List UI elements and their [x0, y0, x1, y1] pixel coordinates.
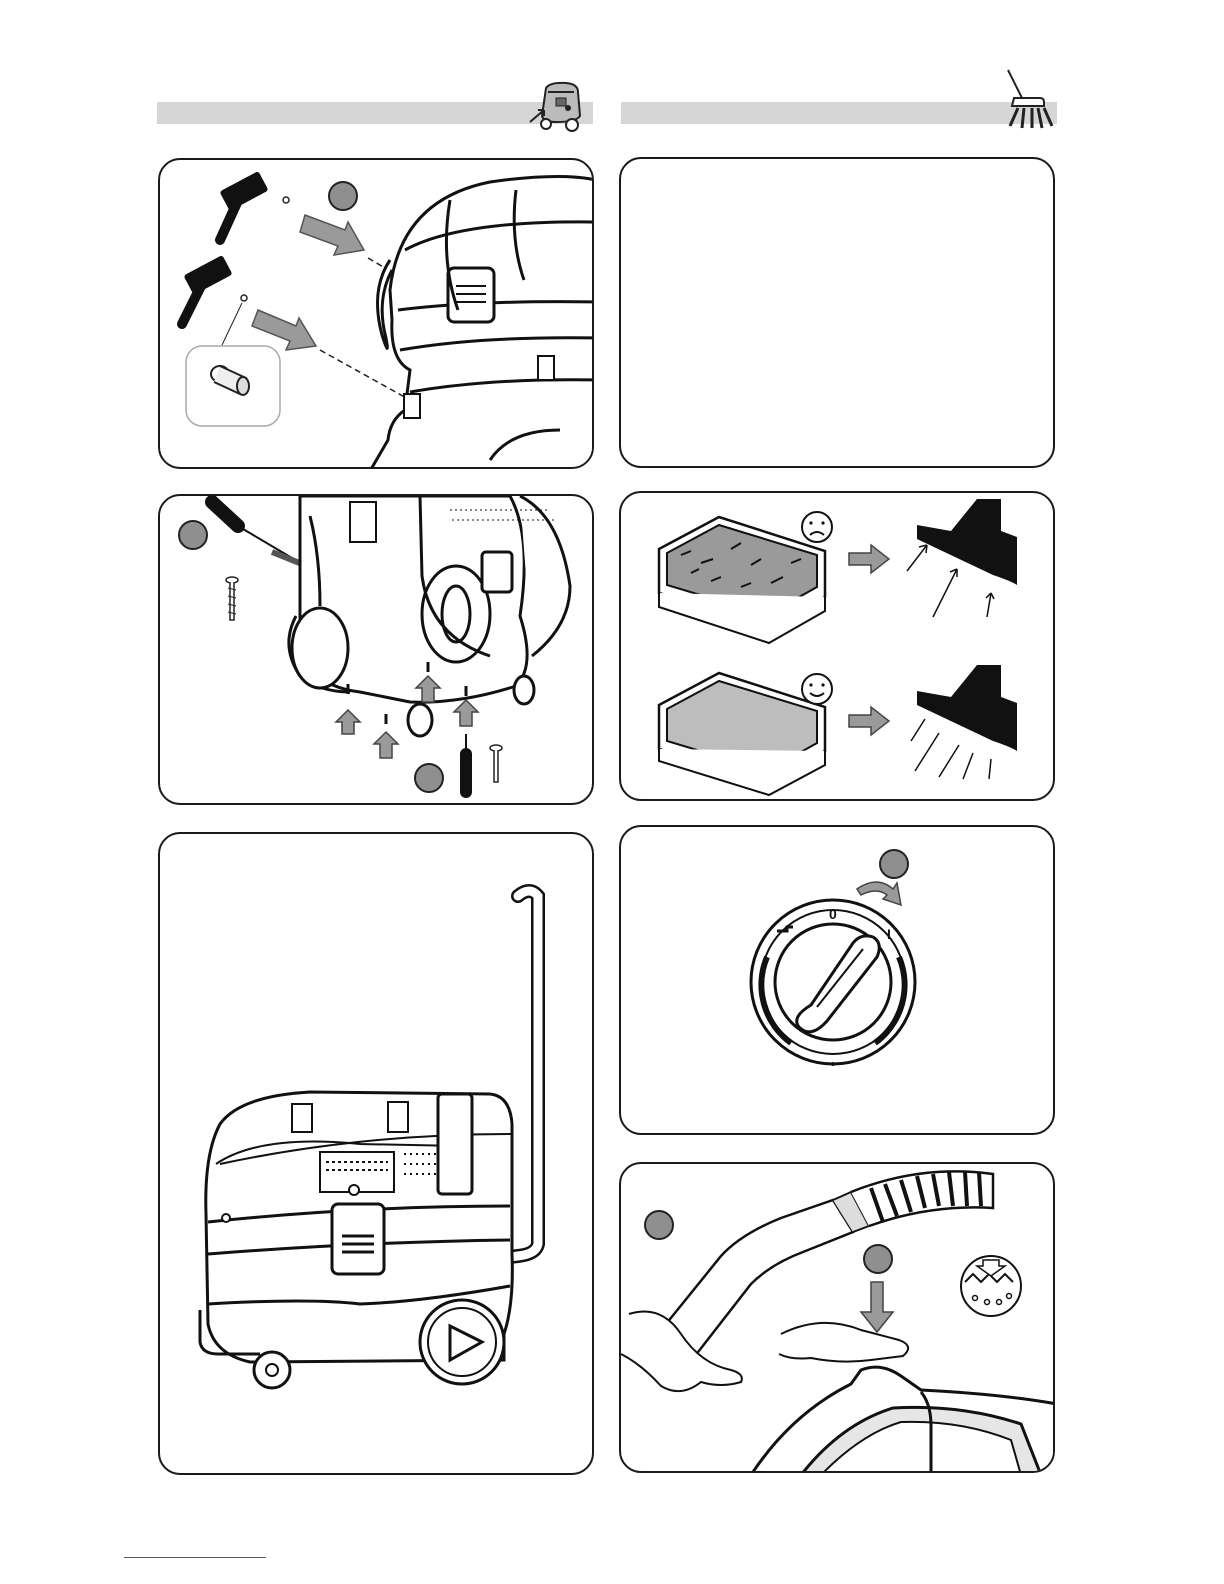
nozzle-icon [917, 499, 1017, 585]
filter-icon [659, 673, 825, 795]
step-marker [414, 763, 444, 793]
panel-switch: 0 I [619, 825, 1055, 1135]
panel-empty-text [619, 157, 1055, 468]
nozzle-icon [917, 665, 1017, 751]
footer-link-underline [124, 1557, 266, 1558]
sad-face-icon [802, 512, 832, 542]
panel-side-view [158, 832, 594, 1475]
screwdriver-icon [212, 502, 292, 558]
smile-face-icon [802, 674, 832, 704]
header-bar-right [621, 102, 1057, 124]
step-marker [863, 1244, 893, 1274]
vacuum-machine-icon [526, 78, 588, 134]
mallet-icon [182, 255, 233, 324]
panel-base-assembly [158, 494, 594, 805]
rotate-arrow-icon [857, 882, 901, 905]
filter-clean-icon [961, 1256, 1021, 1316]
step-marker [644, 1210, 674, 1240]
down-arrow-icon [861, 1282, 893, 1332]
rotary-switch-icon[interactable] [751, 900, 915, 1066]
panel-suction-test [619, 1162, 1055, 1473]
dial-label-on: I [887, 926, 891, 942]
step-marker [328, 181, 358, 211]
floor-nozzle-icon [1000, 68, 1060, 130]
dial-label-off: 0 [829, 906, 837, 922]
screw-icon [226, 577, 238, 620]
vacuum-side-icon [200, 1092, 512, 1388]
panel-handle-mount [158, 158, 594, 469]
step-marker [178, 520, 208, 550]
filter-icon [659, 517, 825, 643]
panel-filter-comparison [619, 491, 1055, 801]
mallet-icon [219, 171, 268, 240]
step-marker [879, 849, 909, 879]
